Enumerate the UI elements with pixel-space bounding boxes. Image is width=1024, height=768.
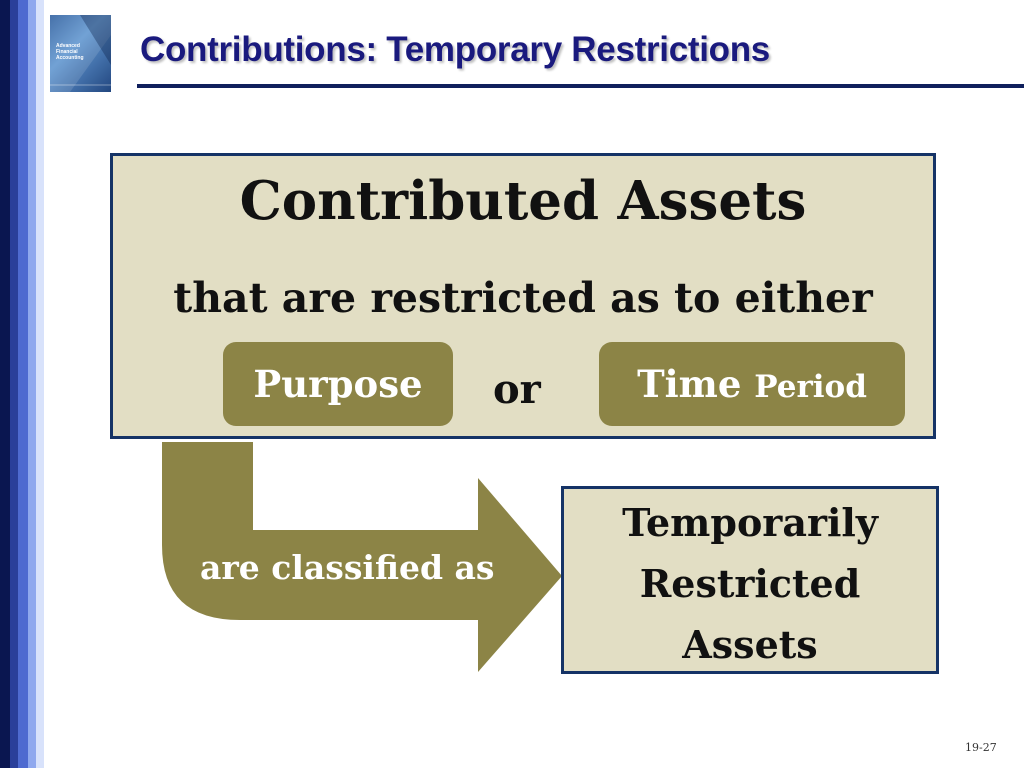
result-line-3: Assets	[682, 622, 818, 667]
slide-title: Contributions: Temporary Restrictions	[140, 30, 770, 69]
or-connector: or	[493, 366, 541, 413]
result-line-2: Restricted	[639, 561, 861, 606]
decorative-side-bar	[0, 0, 44, 768]
page-number: 19-27	[965, 741, 997, 754]
temporarily-restricted-assets-box: Temporarily Restricted Assets	[561, 486, 939, 674]
box-subheading: that are restricted as to either	[173, 274, 873, 322]
book-cover-title: Advanced Financial Accounting	[56, 43, 84, 61]
result-line-1: Temporarily	[622, 500, 878, 545]
book-cover-thumbnail: Advanced Financial Accounting	[50, 15, 111, 92]
contributed-assets-box: Contributed Assets that are restricted a…	[110, 153, 936, 439]
title-underline	[137, 84, 1024, 88]
time-label: Time	[637, 362, 742, 406]
time-period-pill: Time Period	[599, 342, 905, 426]
period-label: Period	[754, 369, 867, 405]
purpose-pill: Purpose	[223, 342, 453, 426]
box-heading: Contributed Assets	[239, 170, 807, 232]
arrow-label: are classified as	[200, 548, 495, 587]
